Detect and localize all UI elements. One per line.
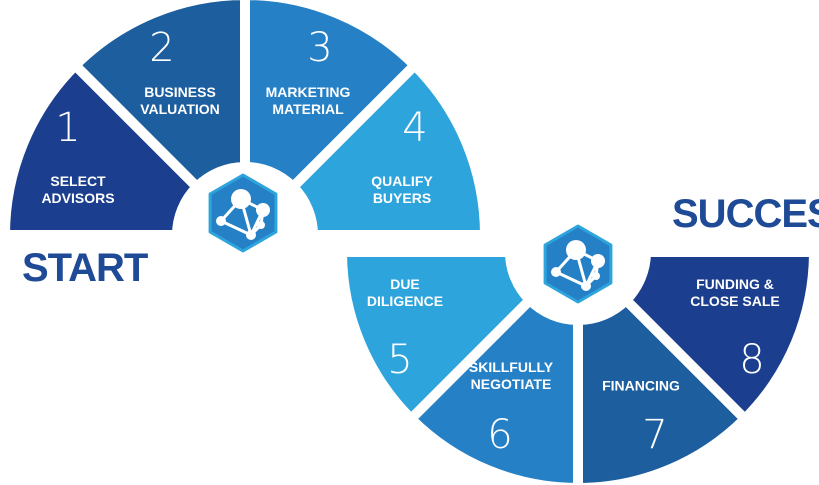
- step-7-segment: [573, 295, 750, 485]
- step-6-number: 6: [487, 412, 513, 458]
- success-label: SUCCESS: [672, 192, 819, 236]
- step-5-number: 5: [387, 337, 413, 383]
- step-7-label: FINANCING: [602, 377, 680, 394]
- step-8-number: 8: [739, 337, 765, 383]
- step-7-number: 7: [642, 412, 668, 458]
- step-2-number: 2: [149, 25, 175, 71]
- step-3-number: 3: [307, 25, 333, 71]
- step-8-segment: [621, 247, 819, 424]
- step-1-segment: [0, 60, 202, 240]
- step-3-segment: [240, 0, 420, 192]
- step-2-segment: [70, 0, 250, 192]
- step-1-number: 1: [55, 105, 81, 151]
- start-label: START: [22, 246, 148, 290]
- step-5-segment: [337, 247, 535, 424]
- step-4-number: 4: [402, 105, 428, 151]
- step-4-segment: [288, 60, 490, 240]
- network-hexagon-icon: [543, 224, 613, 304]
- step-6-segment: [406, 295, 583, 485]
- step-8-label: FUNDING &CLOSE SALE: [690, 276, 780, 309]
- network-hexagon-icon: [208, 173, 278, 253]
